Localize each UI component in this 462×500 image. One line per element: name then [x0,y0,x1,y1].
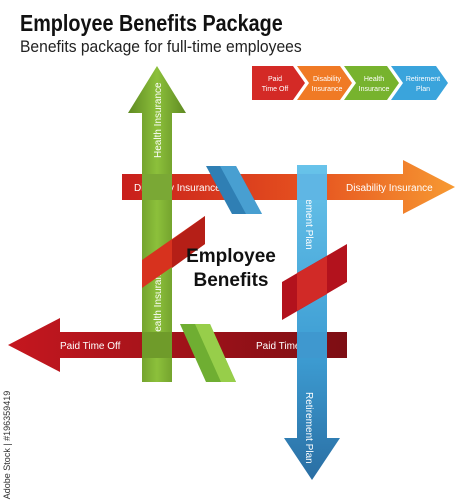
disability-insurance-arrow: Disability Insurance Disability Insuranc… [122,160,455,214]
stock-id: Adobe Stock | #196359419 [0,390,14,500]
svg-text:Retirement: Retirement [406,76,440,83]
paid-time-off-right-label: Paid Time Off [256,341,317,352]
legend: Paid Time Off Disability Insurance Healt… [252,66,448,100]
disability-insurance-left-label: Disability Insurance [134,183,221,194]
health-insurance-bottom-label: Health Insurance [153,263,164,339]
legend-item-health-insurance: Health Insurance [344,66,399,100]
health-insurance-arrow: Health Insurance Health Insurance [128,66,186,382]
paid-time-off-arrow: Paid Time Off Paid Time Off [8,318,347,372]
retirement-plan-arrow: Retirement Plan Retirement Plan [284,165,340,480]
svg-text:Plan: Plan [416,86,430,93]
svg-text:Insurance: Insurance [312,86,343,93]
center-label-line1: Employee [186,246,276,267]
svg-text:Time Off: Time Off [262,86,289,93]
retirement-plan-top-label: Retirement Plan [303,178,314,250]
svg-text:Disability: Disability [313,76,342,83]
page-subtitle: Benefits package for full-time employees [20,37,302,56]
svg-text:Health: Health [364,76,384,83]
stock-id-text: Adobe Stock | #196359419 [2,390,12,500]
center-label-line2: Benefits [194,270,269,291]
retirement-plan-bottom-label: Retirement Plan [303,392,314,464]
legend-item-retirement-plan: Retirement Plan [391,66,448,100]
legend-item-paid-time-off: Paid Time Off [252,66,305,100]
page-title: Employee Benefits Package [20,10,283,36]
health-insurance-top-label: Health Insurance [153,82,164,158]
legend-item-disability-insurance: Disability Insurance [297,66,352,100]
paid-time-off-left-label: Paid Time Off [60,341,121,352]
svg-text:Insurance: Insurance [359,86,390,93]
svg-text:Paid: Paid [268,76,282,83]
disability-insurance-right-label: Disability Insurance [346,183,433,194]
